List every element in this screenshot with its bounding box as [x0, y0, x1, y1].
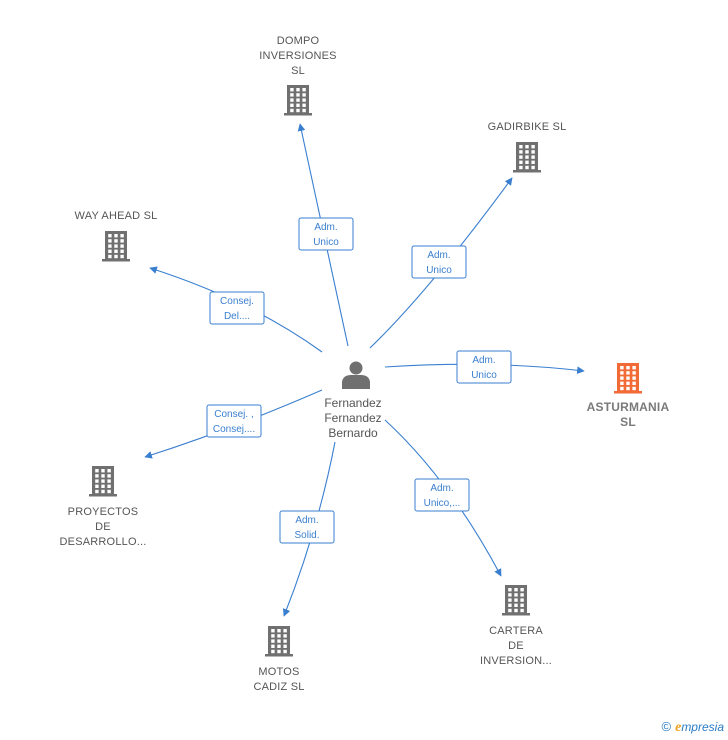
person-name: Fernandez	[324, 411, 381, 425]
relation-badge[interactable]: Adm. Unico	[456, 350, 512, 384]
relation-badge[interactable]: Consej. Del....	[209, 291, 265, 325]
company-name: MOTOS	[258, 666, 299, 678]
building-icon[interactable]	[502, 585, 530, 616]
relation-label: Unico,...	[424, 498, 461, 509]
company-name: PROYECTOS	[68, 506, 139, 518]
relation-label: Adm.	[430, 483, 453, 494]
company-node-dompo[interactable]: DOMPO INVERSIONES SL	[259, 35, 336, 116]
brand-name: mpresia	[681, 720, 724, 734]
company-name: DESARROLLO...	[60, 536, 147, 548]
person-icon	[342, 361, 370, 389]
building-icon[interactable]	[614, 363, 642, 394]
company-node-gadirbike[interactable]: GADIRBIKE SL	[488, 121, 567, 173]
company-name: DE	[508, 640, 524, 652]
edges-layer	[144, 123, 585, 617]
relation-label: Consej....	[213, 424, 255, 435]
company-name: ASTURMANIA	[587, 400, 670, 414]
relation-badge[interactable]: Adm. Solid.	[279, 510, 335, 544]
company-name: SL	[620, 415, 636, 429]
person-name: Bernardo	[328, 426, 378, 440]
relation-badge[interactable]: Adm. Unico	[298, 217, 354, 251]
company-name: CADIZ SL	[253, 681, 304, 693]
company-name: WAY AHEAD SL	[75, 210, 158, 222]
brand-logo-letter: e	[675, 720, 682, 735]
relation-label: Adm.	[295, 515, 318, 526]
relation-label: Del....	[224, 311, 250, 322]
company-node-cartera[interactable]: CARTERA DE INVERSION...	[480, 585, 552, 667]
edge-dompo	[297, 123, 349, 347]
badges-layer: Adm.UnicoAdm.UnicoConsej.Del....Adm.Unic…	[206, 217, 512, 544]
person-name: Fernandez	[324, 396, 381, 410]
company-name: GADIRBIKE SL	[488, 121, 567, 133]
relation-badge[interactable]: Adm. Unico,...	[414, 478, 470, 512]
relation-label: Unico	[471, 370, 497, 381]
building-icon[interactable]	[513, 142, 541, 173]
relation-label: Adm.	[314, 222, 337, 233]
company-name: INVERSION...	[480, 655, 552, 667]
relation-label: Solid.	[294, 530, 319, 541]
company-name: SL	[291, 65, 305, 77]
relation-label: Consej. ,	[214, 409, 253, 420]
nodes-layer: DOMPO INVERSIONES SL GADIRBIKE SL WAY AHEAD …	[60, 35, 670, 693]
building-icon[interactable]	[102, 231, 130, 262]
relation-label: Unico	[313, 237, 339, 248]
relation-badge[interactable]: Adm. Unico	[411, 245, 467, 279]
copyright-icon: ©	[661, 719, 672, 734]
relation-label: Consej.	[220, 296, 254, 307]
footer-brand[interactable]: ©empresia	[662, 719, 725, 736]
company-name: CARTERA	[489, 625, 543, 637]
building-icon[interactable]	[265, 626, 293, 657]
relation-badge[interactable]: Consej. , Consej....	[206, 404, 262, 438]
company-name: DE	[95, 521, 111, 533]
relation-label: Adm.	[427, 250, 450, 261]
company-node-way-ahead[interactable]: WAY AHEAD SL	[75, 210, 158, 262]
company-node-proyectos[interactable]: PROYECTOS DE DESARROLLO...	[60, 466, 147, 548]
building-icon[interactable]	[89, 466, 117, 497]
relation-label: Adm.	[472, 355, 495, 366]
company-node-motos-cadiz[interactable]: MOTOS CADIZ SL	[253, 626, 304, 693]
building-icon[interactable]	[284, 85, 312, 116]
relation-label: Unico	[426, 265, 452, 276]
company-name: DOMPO	[277, 35, 320, 47]
company-name: INVERSIONES	[259, 50, 336, 62]
